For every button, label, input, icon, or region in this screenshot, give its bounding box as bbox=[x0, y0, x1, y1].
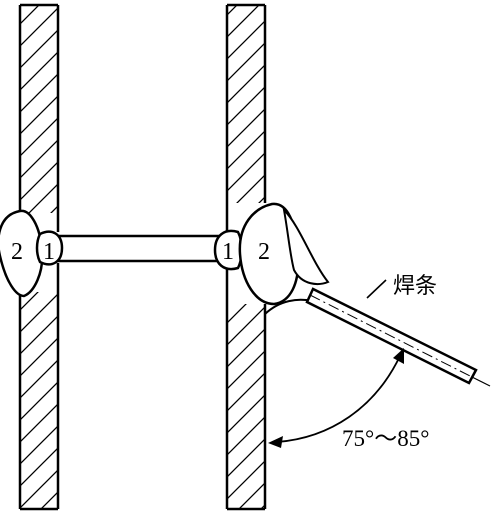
right-pipe-wall bbox=[225, 3, 267, 511]
bead-label-left-inner: 1 bbox=[43, 239, 55, 265]
rod-label: 焊条 bbox=[393, 274, 437, 299]
welding-rod bbox=[305, 287, 491, 387]
left-pipe-wall bbox=[18, 3, 60, 511]
bead-label-right-inner: 1 bbox=[222, 239, 234, 265]
rod-leader-line bbox=[366, 279, 387, 299]
left-inner-bead bbox=[35, 230, 64, 266]
root-joint bbox=[58, 234, 227, 263]
bead-label-right-outer: 2 bbox=[258, 239, 270, 265]
angle-label: 75°～85° bbox=[342, 426, 429, 451]
bead-label-left-outer: 2 bbox=[11, 239, 23, 265]
left-outer-bead bbox=[0, 209, 44, 298]
arc-flame bbox=[282, 207, 330, 285]
angle-arc bbox=[268, 348, 404, 448]
